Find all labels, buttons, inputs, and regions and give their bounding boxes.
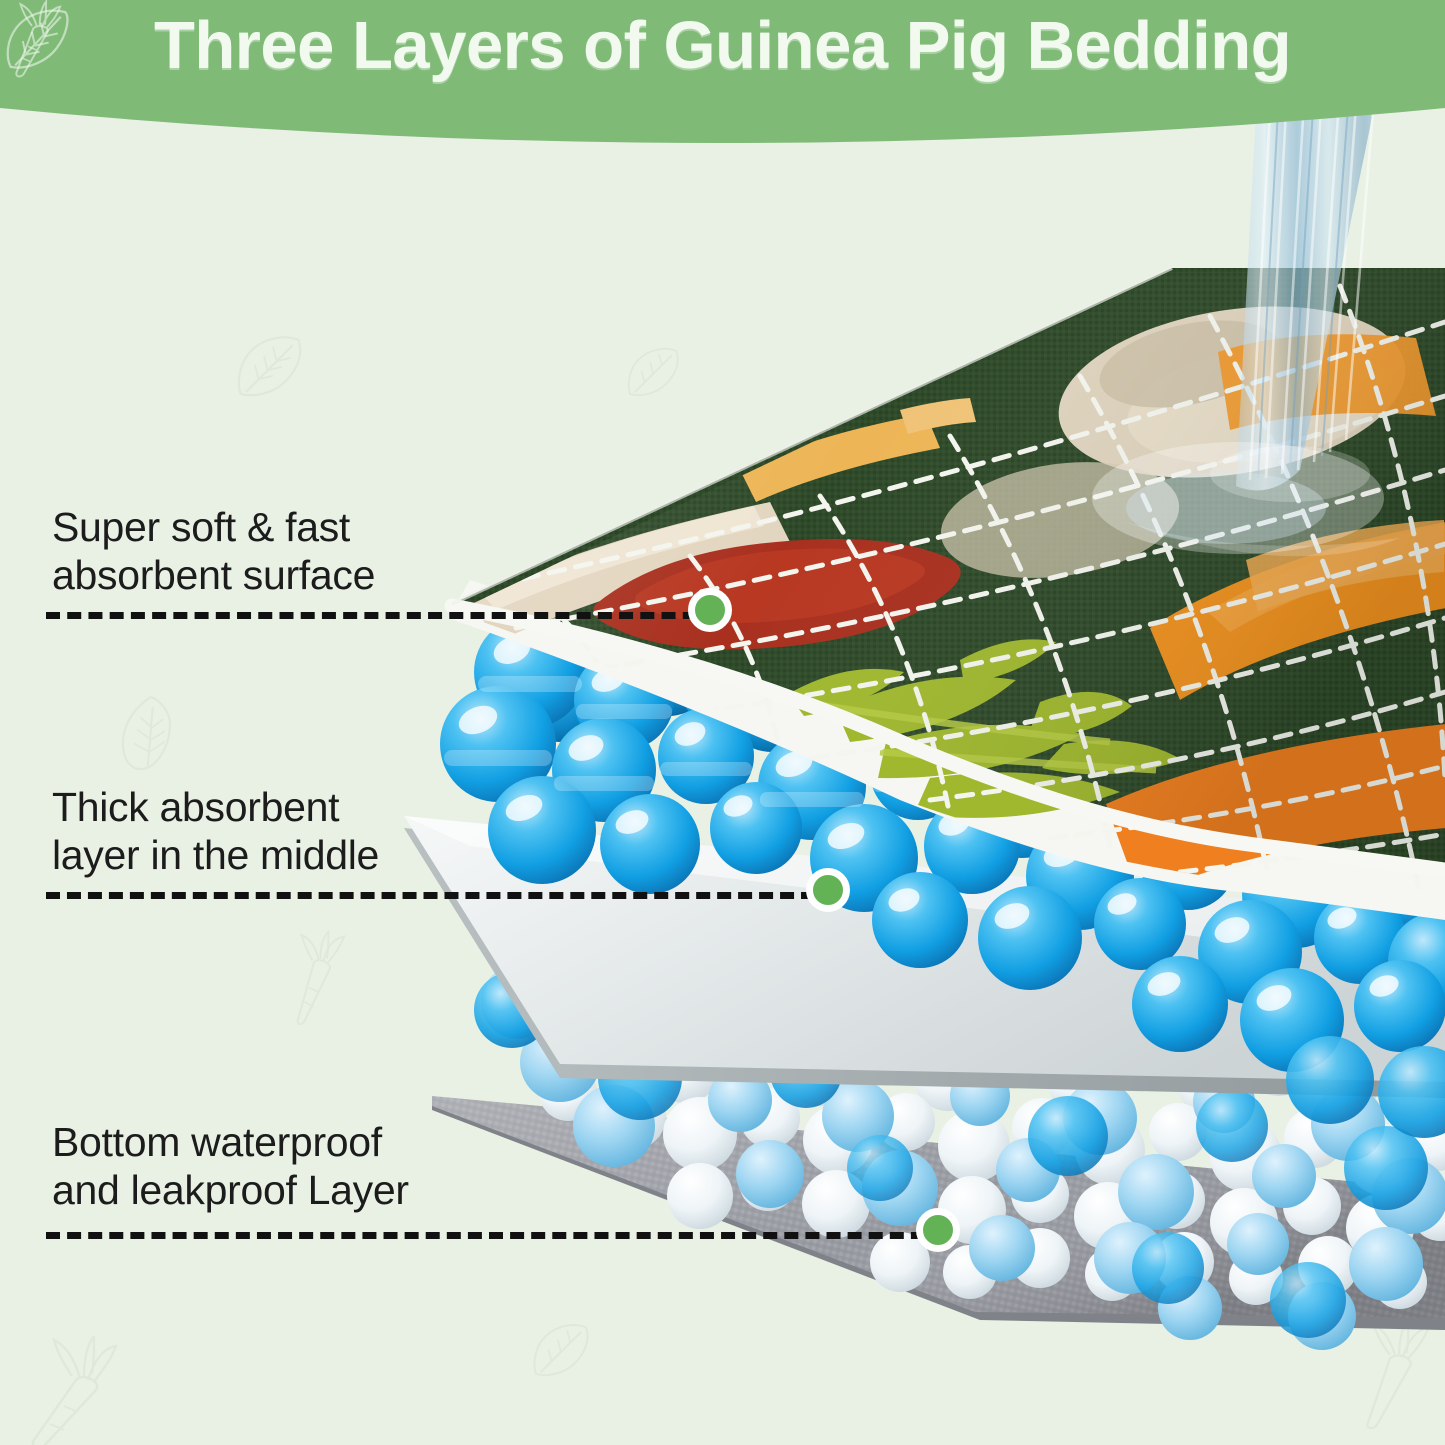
watermark-carrot-icon: [296, 930, 346, 1026]
watermark-leaf-icon: [237, 336, 302, 397]
watermark-leaf-icon: [627, 348, 679, 397]
carrot-icon: [15, 0, 62, 78]
header-shape: [0, 0, 1445, 143]
callout-label-middle-layer: Thick absorbent layer in the middle: [52, 784, 380, 879]
page-title: Three Layers of Guinea Pig Bedding: [153, 8, 1292, 83]
watermark-leaf-icon: [533, 1324, 589, 1377]
leader-line-top-layer: [46, 612, 718, 619]
callout-label-bottom-layer: Bottom waterproof and leakproof Layer: [52, 1119, 409, 1214]
watermark-leaf-icon: [121, 695, 172, 771]
top-printed-mat-layer: [444, 266, 1445, 920]
water-pour-stream: [1092, 0, 1400, 557]
header-banner: Three Layers of Guinea Pig Bedding: [0, 0, 1445, 160]
leader-line-middle-layer: [46, 892, 836, 899]
callout-middle-layer: Thick absorbent layer in the middle: [52, 783, 379, 880]
watermark-carrot-icon: [31, 1336, 118, 1445]
marker-dot-bottom-layer: [916, 1208, 960, 1252]
callout-label-top-layer: Super soft & fast absorbent surface: [52, 504, 376, 599]
marker-dot-middle-layer: [806, 868, 850, 912]
callout-top-layer: Super soft & fast absorbent surface: [52, 503, 375, 600]
callout-bottom-layer: Bottom waterproof and leakproof Layer: [52, 1118, 409, 1215]
marker-dot-top-layer: [688, 588, 732, 632]
leader-line-bottom-layer: [46, 1232, 946, 1239]
